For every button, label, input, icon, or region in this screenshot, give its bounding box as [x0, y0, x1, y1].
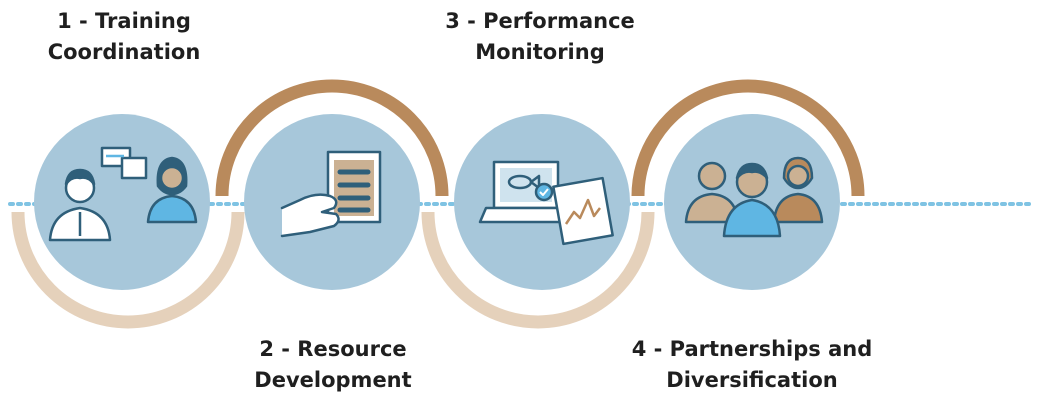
step-label-2-line2: Development — [254, 368, 412, 392]
step-label-2-line1: 2 - Resource — [259, 337, 407, 361]
step-label-4: 4 - Partnerships and Diversification — [612, 334, 892, 396]
people-training-icon — [48, 146, 198, 242]
group-people-icon — [684, 156, 824, 238]
arc-bottom-3 — [421, 211, 655, 329]
step-circle-1 — [34, 114, 210, 290]
step-label-3: 3 - Performance Monitoring — [430, 6, 650, 68]
step-label-1-line1: 1 - Training — [57, 9, 191, 33]
step-label-4-line2: Diversification — [666, 368, 838, 392]
arc-bottom-1 — [11, 211, 245, 329]
arc-top-4 — [631, 79, 865, 197]
laptop-chart-icon — [478, 160, 614, 246]
step-label-2: 2 - Resource Development — [228, 334, 438, 396]
step-label-1: 1 - Training Coordination — [24, 6, 224, 68]
step-label-1-line2: Coordination — [47, 40, 201, 64]
hand-document-icon — [280, 150, 382, 238]
step-label-3-line1: 3 - Performance — [445, 9, 635, 33]
step-label-4-line1: 4 - Partnerships and — [631, 337, 873, 361]
arc-top-2 — [215, 79, 449, 197]
step-label-3-line2: Monitoring — [475, 40, 605, 64]
